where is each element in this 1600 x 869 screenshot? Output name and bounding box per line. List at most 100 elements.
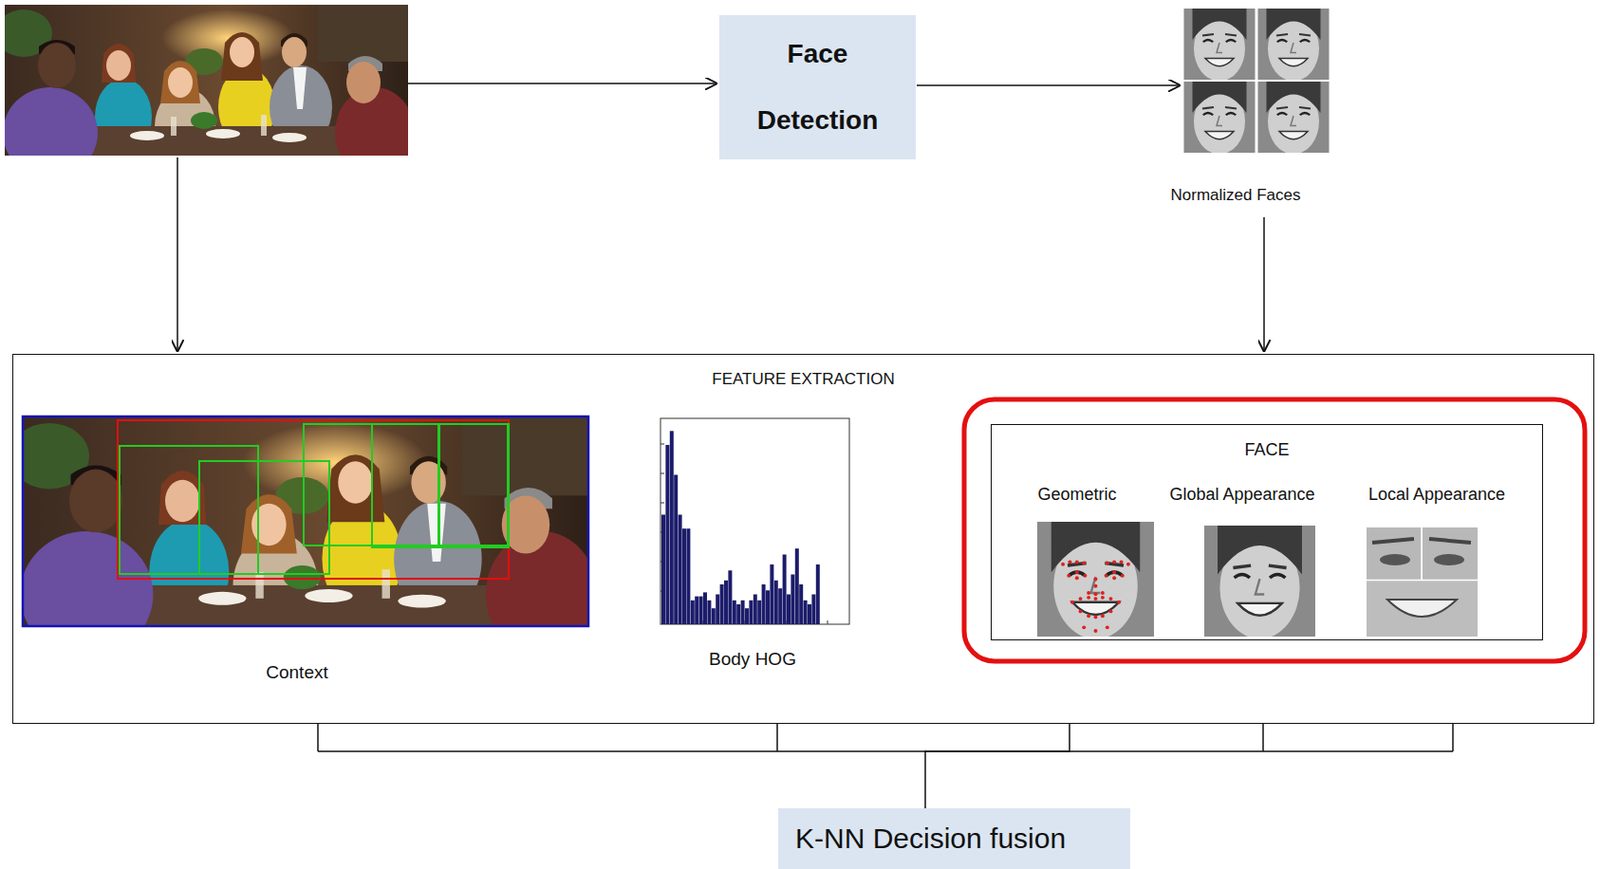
geometric-face-part-part (1100, 613, 1105, 618)
context-image-part-part (199, 461, 330, 575)
hog-histogram-part-part (816, 564, 820, 625)
geometric-face-part-part (1119, 559, 1124, 564)
flow-arrows-part (176, 157, 179, 353)
geometric-face-part-part (1112, 570, 1117, 575)
hog-histogram-part (660, 444, 828, 625)
hog-histogram-part-part (827, 620, 829, 625)
hog-histogram-part-part (774, 580, 779, 625)
fusion-bracket (317, 724, 1453, 752)
context-image-part-part (372, 424, 439, 548)
group-box: FACE (990, 424, 1544, 641)
geometric-face-part-part (1086, 595, 1091, 600)
fusion-bracket-part (776, 724, 779, 752)
geometric-face-part-part (1112, 576, 1117, 580)
hog-histogram-part-part (665, 445, 670, 625)
normalized-faces-part (1184, 8, 1256, 82)
group-box: FEATURE EXTRACTIONFACE (12, 353, 1595, 725)
geometric-face-part-part (1079, 596, 1083, 601)
highlight-outline (964, 399, 1585, 662)
geometric-face-part-part (1105, 561, 1110, 566)
normalized-faces-part (1184, 81, 1256, 155)
geometric-face-part-part (1079, 609, 1083, 614)
hog-histogram-part-part (748, 600, 753, 625)
geometric-face-part-part (1066, 574, 1071, 578)
image-caption: Normalized Faces (1171, 186, 1302, 205)
geometric-face-part-part (1082, 574, 1087, 578)
geometric-face-part-part (1094, 614, 1098, 619)
hog-histogram-part-part (715, 595, 720, 626)
geometric-face-part-part (1100, 595, 1105, 600)
geometric-face-part-part (1086, 591, 1091, 596)
geometric-face (1037, 521, 1154, 639)
normalized-faces-part (1258, 8, 1330, 82)
hog-histogram-part-part (660, 473, 665, 475)
context-image (9, 416, 598, 658)
hog-histogram-part-part (660, 444, 665, 446)
connector (925, 724, 1070, 809)
geometric-face-part-part (1094, 596, 1098, 601)
hog-histogram-part-part (782, 555, 787, 626)
hog-histogram-part-part (732, 600, 737, 625)
context-image-part (9, 416, 598, 658)
context-image-part-part (439, 424, 509, 548)
hog-histogram-part-part (736, 604, 741, 625)
hog-histogram-part-part (790, 575, 795, 626)
hog-histogram-part-part (706, 600, 711, 625)
local-face-tiles-part (1372, 539, 1414, 543)
hog-histogram-part-part (669, 430, 674, 625)
hog-histogram-part-part (661, 515, 666, 626)
local-face-tiles-part (1433, 554, 1465, 566)
geometric-face-part-part (1081, 625, 1086, 630)
geometric-face-part-part (1067, 559, 1072, 564)
scene-photo (0, 4, 415, 179)
local-face-tiles (1366, 527, 1478, 637)
hog-histogram (660, 418, 850, 625)
geometric-face-part-part (1109, 609, 1114, 614)
local-face-tiles-part (1387, 599, 1457, 617)
geometric-face-part (1037, 521, 1154, 639)
local-face-tiles-part (1366, 580, 1478, 637)
hog-histogram-part-part (753, 595, 758, 626)
local-face-tiles-part (1366, 527, 1422, 580)
geometric-face-part-part (1094, 577, 1098, 582)
geometric-face-part-part (1081, 561, 1086, 566)
feature-name: Geometric (1037, 484, 1117, 505)
normalized-faces-part (1258, 81, 1330, 155)
hog-histogram-part-part (724, 580, 728, 625)
geometric-face-part-part (1060, 562, 1065, 567)
hog-histogram-part-part (765, 590, 770, 625)
feature-name: Global Appearance (1169, 484, 1315, 505)
fusion-bracket-part (317, 750, 1453, 753)
image-caption: Context (265, 662, 328, 684)
geometric-face-part-part (1116, 600, 1121, 605)
local-face-tiles-part (1379, 554, 1411, 566)
hog-histogram-part-part (694, 596, 699, 625)
context-image-part (22, 416, 589, 627)
hog-histogram-part-part (778, 588, 782, 625)
flow-arrows-part (916, 84, 1181, 87)
geometric-face-part-part (1104, 574, 1109, 578)
process-box: Face Detection (719, 15, 916, 160)
geometric-face-part-part (1112, 559, 1117, 564)
geometric-face-part-part (1075, 559, 1080, 564)
fusion-bracket-part (1262, 724, 1265, 752)
hog-histogram-part-part (703, 592, 707, 625)
hog-histogram-part-part (678, 515, 683, 626)
image-caption: Body HOG (708, 649, 797, 670)
local-face-tiles-part (1366, 579, 1478, 582)
flow-arrows-part (408, 82, 718, 85)
hog-histogram-part-part (699, 596, 704, 625)
hog-histogram-part-part (660, 502, 665, 504)
geometric-face-part-part (1109, 596, 1114, 601)
local-face-tiles-part (1420, 527, 1423, 580)
fusion-bracket-part (1451, 724, 1454, 752)
process-box: K-NN Decision fusion (778, 808, 1131, 869)
hog-histogram-part-part (803, 600, 808, 625)
hog-histogram-part-part (799, 584, 803, 625)
geometric-face-part-part (1075, 570, 1080, 575)
context-image-part (117, 420, 509, 579)
geometric-face-part-part (1070, 600, 1075, 605)
geometric-face-part-part (1094, 584, 1098, 589)
hog-histogram-part-part (682, 528, 687, 625)
